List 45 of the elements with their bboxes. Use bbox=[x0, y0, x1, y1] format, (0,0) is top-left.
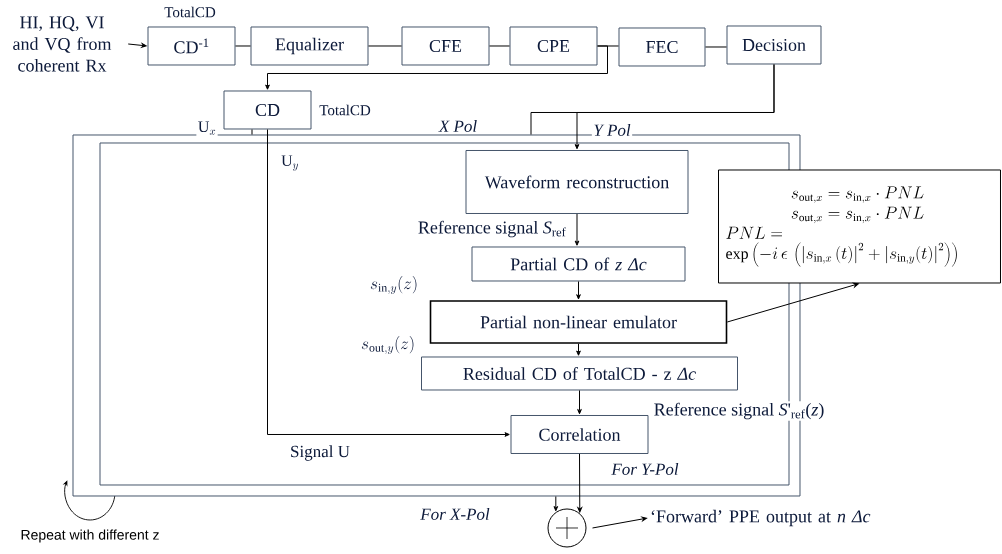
signal-label: Signal U bbox=[291, 445, 350, 461]
node-label: For X-Pol bbox=[420, 508, 490, 520]
note-label: Repeat with different z bbox=[21, 529, 159, 543]
equation-box: $s_{\mathrm{out},x} = s_{\mathrm{in},x} \cdot PNL$ $s_{\mathrm{out},x} = s_{\mathrm{in},x} \cdot PNL$ $PNL =$ $\exp\left(-i\,\epsilon\,\left(\left|s_{\mathrm{in},x}\,(t)\right|^2+\left|s_{\mathrm{in},y}(t)\right|^2\right)\right)$ bbox=[718, 169, 1001, 284]
sum-circle bbox=[547, 508, 587, 548]
connector-line bbox=[489, 45, 510, 47]
process-box: CD$^{-1}$ bbox=[147, 26, 236, 66]
value-label: TotalCD bbox=[164, 6, 216, 18]
connector-line bbox=[251, 129, 253, 135]
input-label: HI, HQ, VI and VQ from coherent Rx bbox=[13, 16, 112, 72]
edge-label: $\mathrm{U}_{x}$ bbox=[196, 119, 218, 137]
process-box: Equalizer bbox=[250, 26, 369, 66]
arrow bbox=[577, 390, 582, 415]
arrow bbox=[592, 516, 648, 529]
arrow bbox=[127, 43, 147, 48]
connector-line bbox=[235, 45, 251, 47]
connector-line bbox=[530, 64, 775, 135]
arrow bbox=[553, 496, 559, 512]
process-box: Partial CD of z Δc bbox=[471, 246, 686, 282]
connector-line bbox=[705, 46, 727, 48]
process-box: CFE bbox=[401, 26, 490, 66]
arrow bbox=[265, 45, 608, 90]
process-box: Residual CD of TotalCD - z Δc bbox=[421, 356, 738, 391]
edge-label: Reference signal S$_{ref}$ bbox=[416, 219, 568, 239]
process-box: Decision bbox=[726, 25, 822, 65]
process-box: Partial non-linear emulator bbox=[429, 300, 728, 344]
edge-label: X Pol bbox=[437, 118, 479, 134]
arrow bbox=[574, 213, 580, 246]
connector-line bbox=[368, 45, 402, 47]
process-box: CD bbox=[223, 90, 312, 130]
process-box: Waveform reconstruction bbox=[465, 150, 689, 214]
process-box: FEC bbox=[618, 27, 706, 67]
arrow bbox=[726, 282, 859, 323]
signal-label: $s_{\mathrm{in},y}(z)$ bbox=[370, 276, 417, 295]
arrow bbox=[576, 343, 581, 356]
edge-label: Reference signal S'$_{ref}$(z) bbox=[652, 401, 826, 421]
output-label: ‘Forward’ PPE output at n Δc bbox=[651, 509, 871, 527]
arrow bbox=[577, 453, 583, 513]
value-label: TotalCD bbox=[319, 104, 371, 116]
edge-label: Y Pol bbox=[591, 122, 633, 138]
arrow bbox=[576, 281, 581, 300]
signal-label: $s_{\mathrm{out},y}(z)$ bbox=[361, 336, 414, 355]
arrow bbox=[267, 129, 510, 437]
process-box: Correlation bbox=[510, 415, 649, 454]
process-box: CPE bbox=[509, 26, 598, 66]
